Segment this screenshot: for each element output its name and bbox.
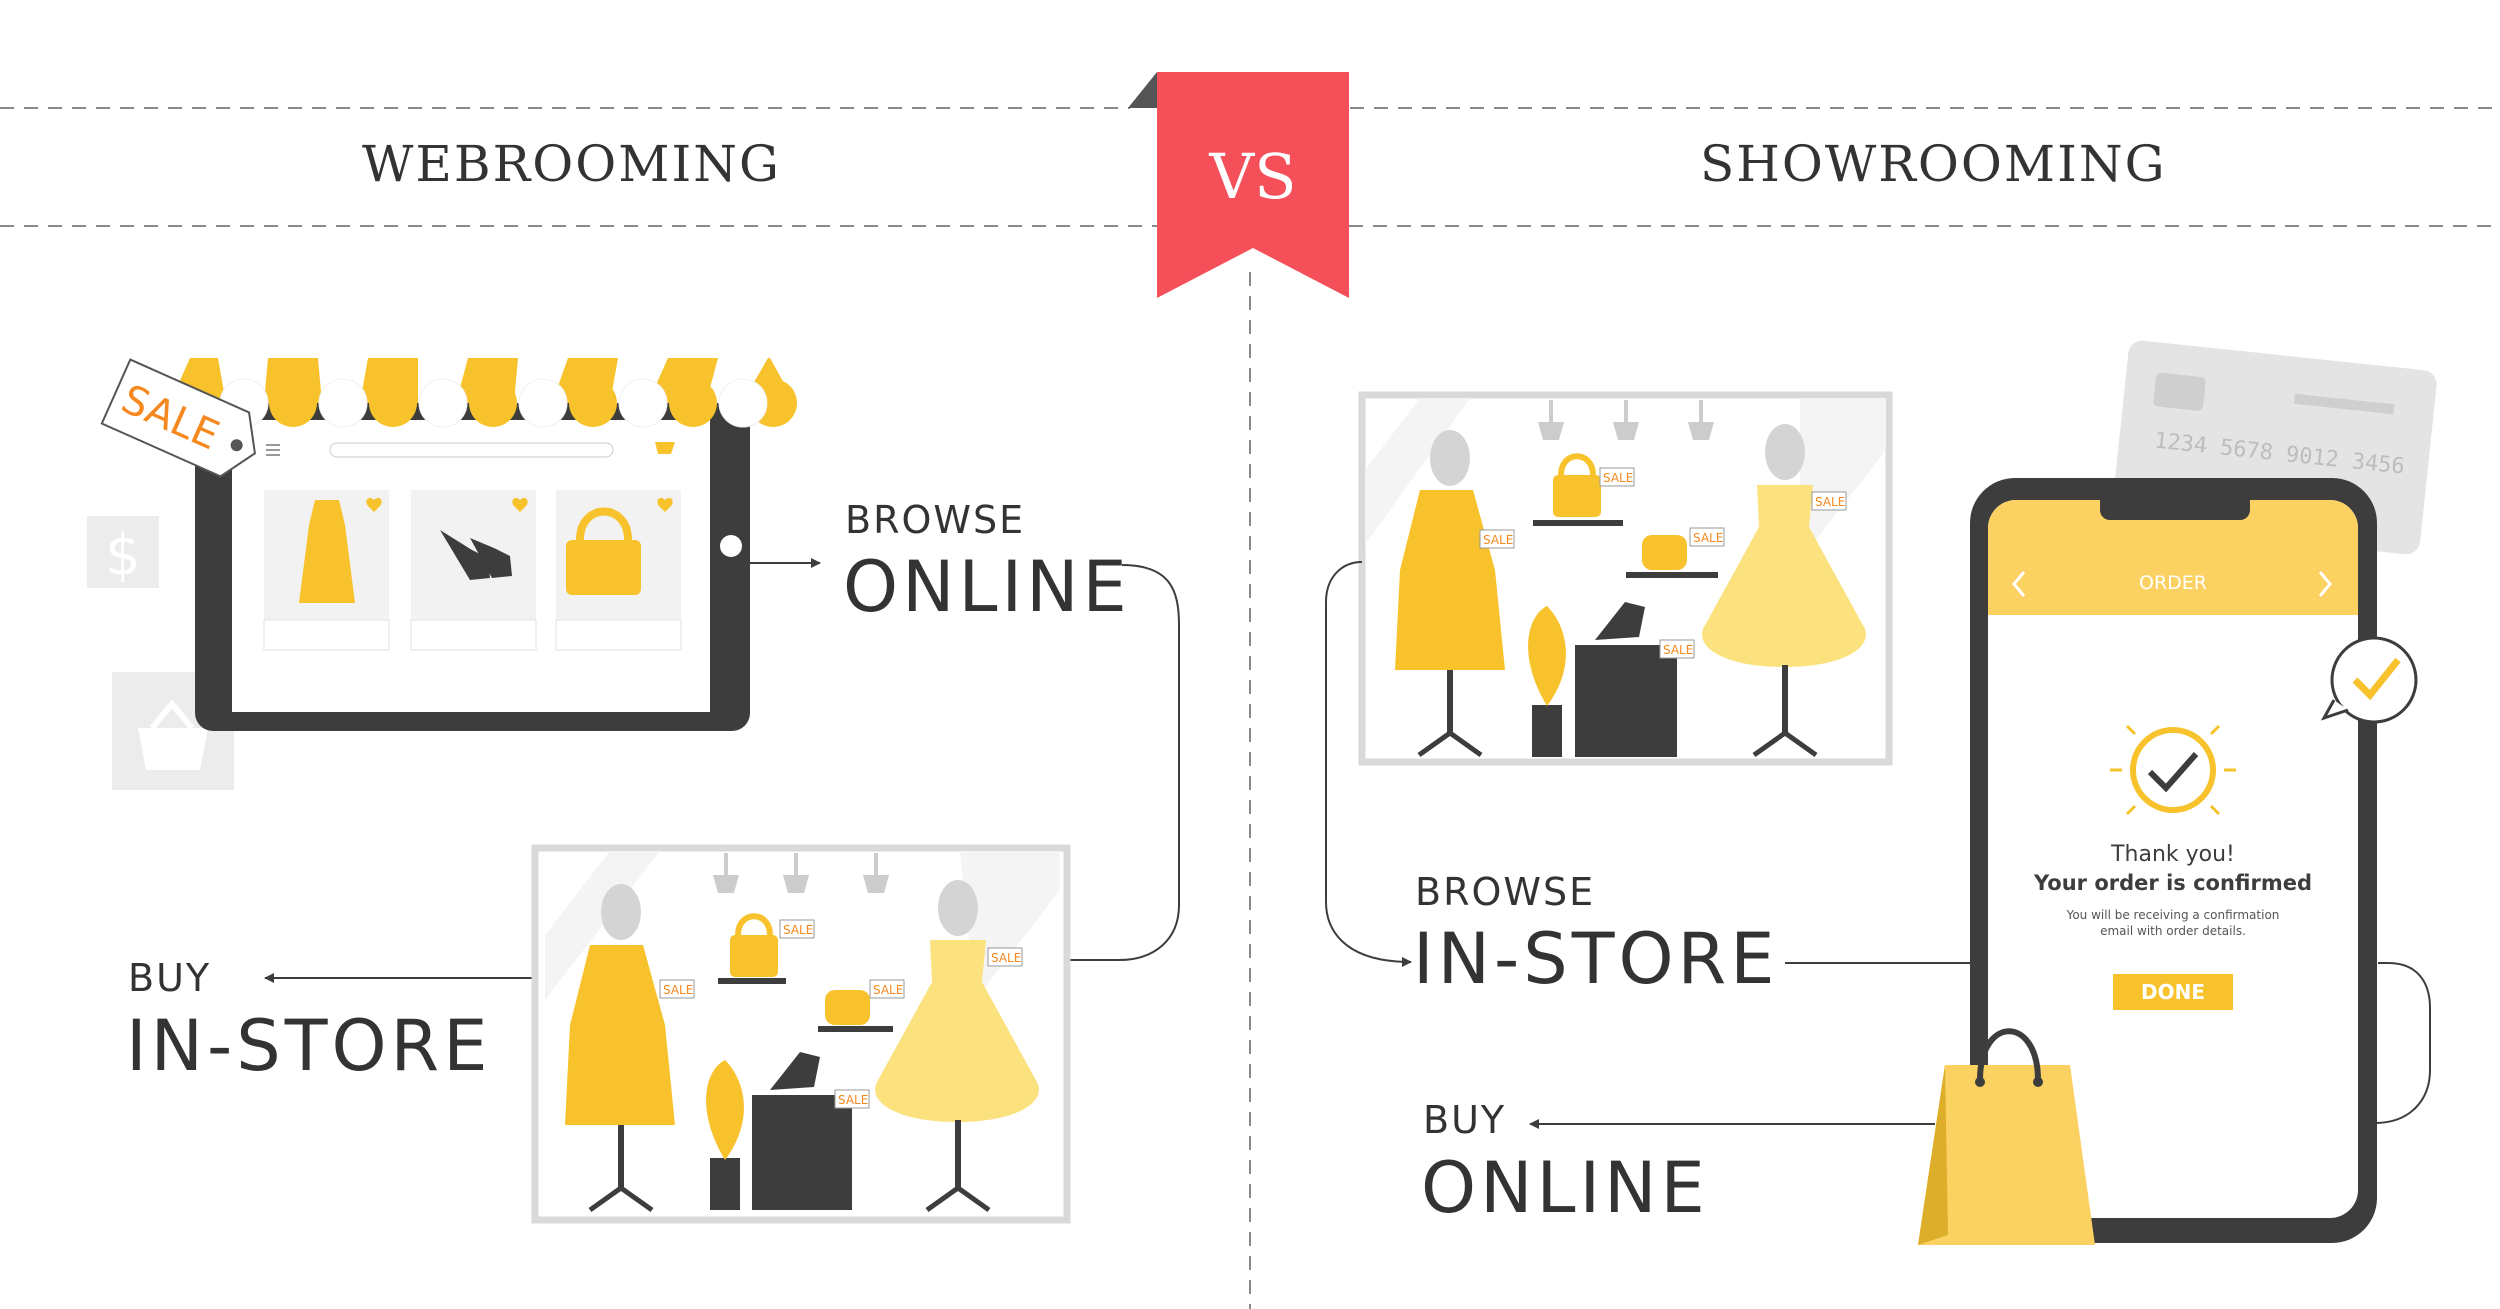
- showrooming-title: SHOWROOMING: [1700, 135, 2167, 193]
- store-window-left: SALE SALE SALE SALE SALE: [531, 844, 1071, 1224]
- order-confirmed-text: Your order is confirmed: [2034, 871, 2312, 895]
- svg-text:SALE: SALE: [1663, 643, 1693, 657]
- webrooming-step2-big: IN-STORE: [126, 1005, 492, 1087]
- confirmation-note-line1: You will be receiving a confirmation: [2066, 908, 2280, 922]
- product-card-dress: [263, 490, 390, 651]
- cart-icon: [655, 442, 675, 454]
- product-card-handbag: [555, 490, 682, 651]
- showrooming-step2-big: ONLINE: [1421, 1147, 1709, 1229]
- awning: [170, 358, 797, 428]
- basket-box-icon: [112, 672, 234, 790]
- svg-text:SALE: SALE: [663, 983, 693, 997]
- svg-text:SALE: SALE: [783, 923, 813, 937]
- check-circle-icon: [2110, 724, 2236, 816]
- done-button-bg[interactable]: [2113, 974, 2233, 1010]
- tablet-storefront: SALE: [100, 358, 797, 731]
- showrooming-flow-arrows: [1325, 561, 2431, 1129]
- thank-you-text: Thank you!: [2111, 842, 2235, 867]
- order-header: ORDER: [2139, 572, 2207, 594]
- menu-icon: [266, 444, 280, 456]
- forward-chevron-icon[interactable]: [2318, 571, 2332, 597]
- webrooming-title: WEBROOMING: [362, 135, 781, 193]
- svg-text:SALE: SALE: [991, 951, 1021, 965]
- webrooming-step2-small: BUY: [128, 956, 212, 1000]
- done-button[interactable]: DONE: [2140, 980, 2205, 1004]
- showrooming-step2-small: BUY: [1423, 1098, 1507, 1142]
- showrooming-step1-big: IN-STORE: [1413, 918, 1779, 1000]
- svg-text:SALE: SALE: [1603, 471, 1633, 485]
- smartphone: [1970, 478, 2377, 1243]
- vs-ribbon: [1128, 72, 1349, 298]
- webrooming-step1-small: BROWSE: [845, 498, 1026, 542]
- showrooming-step1-small: BROWSE: [1415, 870, 1596, 914]
- chat-check-icon: [2320, 636, 2418, 724]
- back-chevron-icon[interactable]: [2012, 571, 2026, 597]
- vs-label: VS: [1209, 140, 1297, 213]
- shopping-bag: [1918, 1028, 2095, 1245]
- store-window-right: SALE SALE SALE SALE SALE: [1358, 391, 1893, 766]
- store-right-sale-tags: SALE SALE SALE SALE SALE: [1479, 467, 1847, 659]
- webrooming-step1-big: ONLINE: [843, 546, 1131, 628]
- svg-text:SALE: SALE: [1693, 531, 1723, 545]
- svg-text:SALE: SALE: [838, 1093, 868, 1107]
- confirmation-note-line2: email with order details.: [2100, 924, 2246, 938]
- header-dashed-lines: [0, 107, 2500, 1309]
- store-left-sale-tags: SALE SALE SALE SALE SALE: [659, 919, 1023, 1109]
- svg-text:SALE: SALE: [1483, 533, 1513, 547]
- svg-text:$: $: [105, 523, 141, 588]
- product-card-heels: [410, 490, 537, 651]
- dollar-box-icon: $: [87, 516, 159, 588]
- svg-text:SALE: SALE: [873, 983, 903, 997]
- svg-text:SALE: SALE: [1815, 495, 1845, 509]
- webrooming-flow-arrows: [264, 558, 1180, 983]
